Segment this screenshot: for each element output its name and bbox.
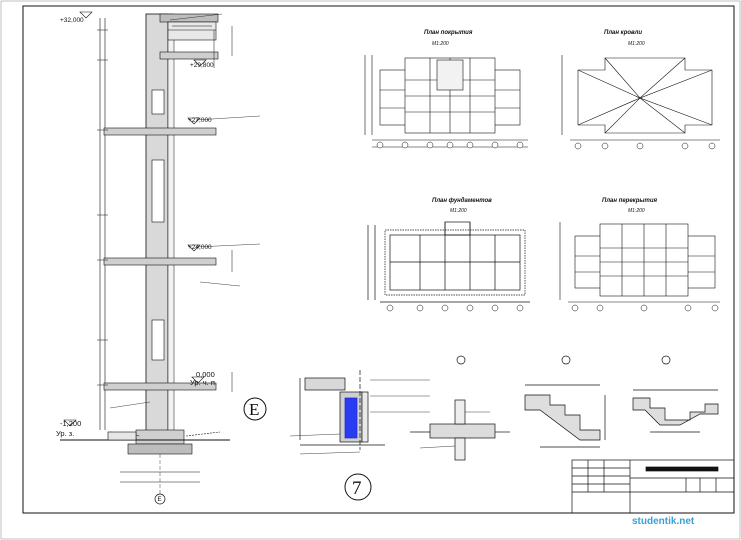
floor-plan-axes <box>571 304 719 312</box>
detail-stair-2 <box>632 355 719 433</box>
plan-title-floor: План перекрытия <box>602 198 658 204</box>
roof-plan <box>364 55 528 148</box>
detail-stair-1 <box>524 355 606 448</box>
plan-title-roof: План покрытия <box>424 30 473 36</box>
axis-bubble-section-label: Е <box>158 497 162 503</box>
plan-scale-roof: М1:200 <box>432 41 449 47</box>
level-27000: +27,000 <box>188 117 212 124</box>
detail-column <box>410 355 510 461</box>
detail-marker-7 <box>344 473 372 501</box>
plan-title-krovli: План кровли <box>604 30 642 36</box>
level-24000: +24,000 <box>188 244 212 251</box>
detail-node-e <box>289 370 430 455</box>
floor-plan <box>559 222 720 303</box>
plan-scale-floor: М1:200 <box>628 208 645 214</box>
plan-scale-krovli: М1:200 <box>628 41 645 47</box>
axis-bubble-section <box>154 493 166 505</box>
krovli-plan <box>561 55 720 141</box>
level-top: +32,000 <box>60 17 84 24</box>
foundation-plan-axes <box>386 304 524 312</box>
wall-section <box>60 13 261 495</box>
detail-marker-e <box>243 397 267 421</box>
title-block <box>571 459 735 514</box>
level-marks <box>63 11 207 427</box>
inner-frame <box>22 5 735 514</box>
level-base: -1,200 <box>60 419 81 428</box>
level-base-sub: Ур. з. <box>56 429 74 438</box>
level-zero-sub: Ур. ч. п. <box>190 378 217 387</box>
detail-marker-7-label: 7 <box>352 478 362 499</box>
foundation-plan <box>367 221 530 303</box>
plan-title-found: План фундаментов <box>432 197 492 204</box>
level-zero: 0,000 <box>196 370 215 379</box>
detail-marker-e-label: Е <box>249 400 259 419</box>
plan-scale-found: М1:200 <box>450 208 467 214</box>
level-29800: +29,800 <box>190 62 214 69</box>
krovli-plan-axes <box>574 142 716 150</box>
watermark: studentik.net <box>632 516 695 527</box>
roof-plan-axes <box>376 141 524 149</box>
